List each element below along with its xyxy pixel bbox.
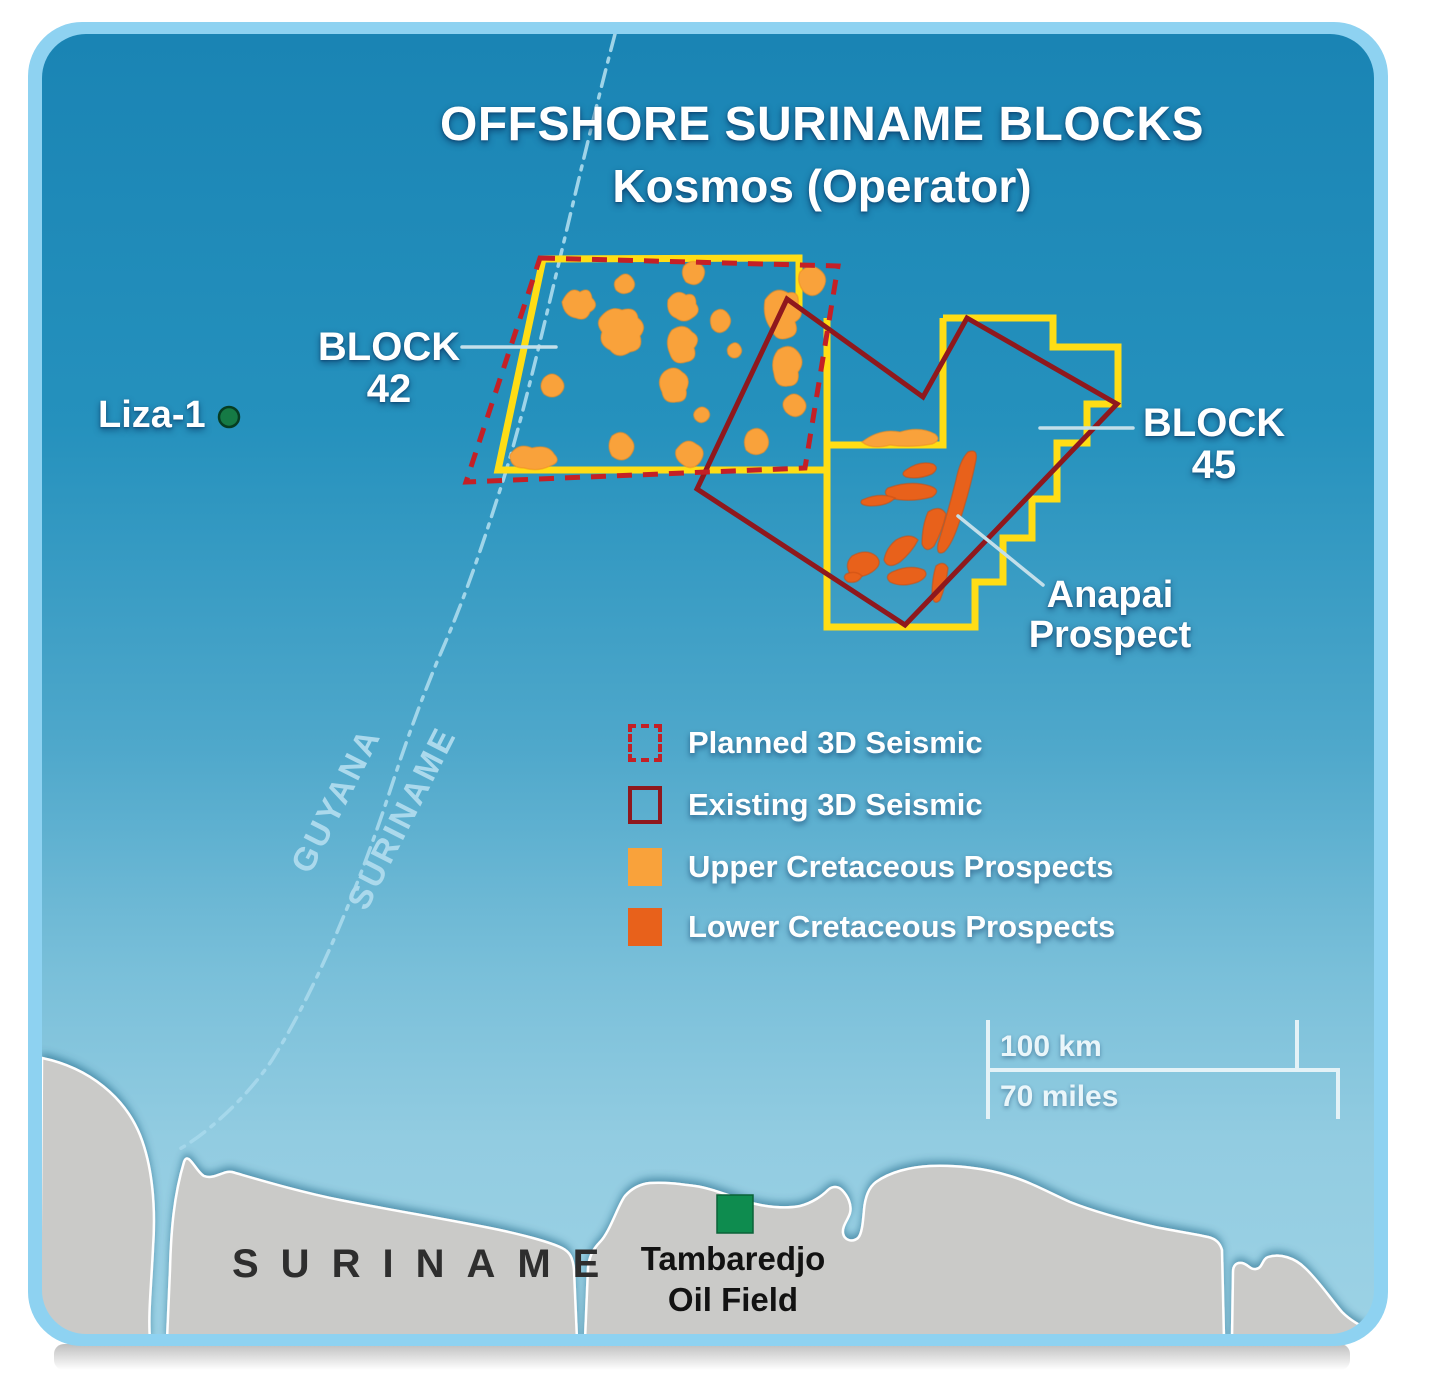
label-pointer-lines [460, 345, 1135, 587]
legend-item-existing-3d-seismic: Existing 3D Seismic [628, 784, 983, 826]
liza-1-well-marker [217, 405, 241, 429]
suriname-country-label: SURINAME [232, 1242, 622, 1286]
anapai-prospect-label: Anapai Prospect [1028, 574, 1192, 656]
legend-label: Lower Cretaceous Prospects [688, 909, 1116, 944]
legend-item-upper-cretaceous: Upper Cretaceous Prospects [628, 846, 1114, 888]
lower-cretaceous-swatch [628, 908, 662, 946]
anapai-label-line2: Prospect [1028, 613, 1192, 656]
oilfield-label-line2: Oil Field [667, 1281, 799, 1319]
upper-cretaceous-swatch [628, 848, 662, 886]
legend-item-planned-3d-seismic: Planned 3D Seismic [628, 722, 983, 764]
legend-label: Upper Cretaceous Prospects [688, 849, 1114, 884]
tambaredjo-oilfield-marker [716, 1194, 754, 1234]
tambaredjo-oilfield-label: Tambaredjo Oil Field [641, 1238, 826, 1321]
legend-label: Planned 3D Seismic [688, 725, 983, 760]
panel-shadow [54, 1344, 1350, 1370]
legend-item-lower-cretaceous: Lower Cretaceous Prospects [628, 906, 1115, 948]
guyana-suriname-boundary-line [176, 34, 617, 1152]
upper-cretaceous-prospects [509, 260, 939, 471]
oilfield-label-line1: Tambaredjo [640, 1240, 826, 1277]
landmass [42, 1056, 1374, 1334]
block-42-label-word: BLOCK [317, 325, 461, 369]
scale-miles-label: 70 miles [1000, 1080, 1119, 1113]
existing-3d-seismic-outline [693, 295, 1122, 629]
anapai-label-line1: Anapai [1046, 574, 1174, 616]
sea-background [42, 34, 1374, 1334]
scale-bar [986, 1020, 1340, 1119]
block-42-label-number: 42 [366, 367, 412, 411]
anapai-pointer-line [956, 514, 1045, 587]
left-river-bank-land [42, 1056, 156, 1334]
block-42-label: BLOCK 42 [318, 326, 460, 410]
suriname-mainland [165, 1157, 1374, 1334]
block-45-label: BLOCK 45 [1143, 402, 1285, 486]
scale-km-label: 100 km [1000, 1030, 1102, 1063]
block-45-label-word: BLOCK [1142, 401, 1286, 445]
map-subtitle: Kosmos (Operator) [612, 160, 1032, 212]
block-45-label-number: 45 [1191, 443, 1237, 487]
liza-1-label: Liza-1 [98, 394, 206, 436]
map-title: OFFSHORE SURINAME BLOCKS [439, 98, 1205, 151]
existing-3d-seismic-swatch [628, 786, 662, 824]
anapai-prospect-shape [936, 450, 978, 554]
planned-3d-seismic-outline [462, 255, 841, 485]
legend-label: Existing 3D Seismic [688, 787, 983, 822]
planned-3d-seismic-swatch [628, 724, 662, 762]
